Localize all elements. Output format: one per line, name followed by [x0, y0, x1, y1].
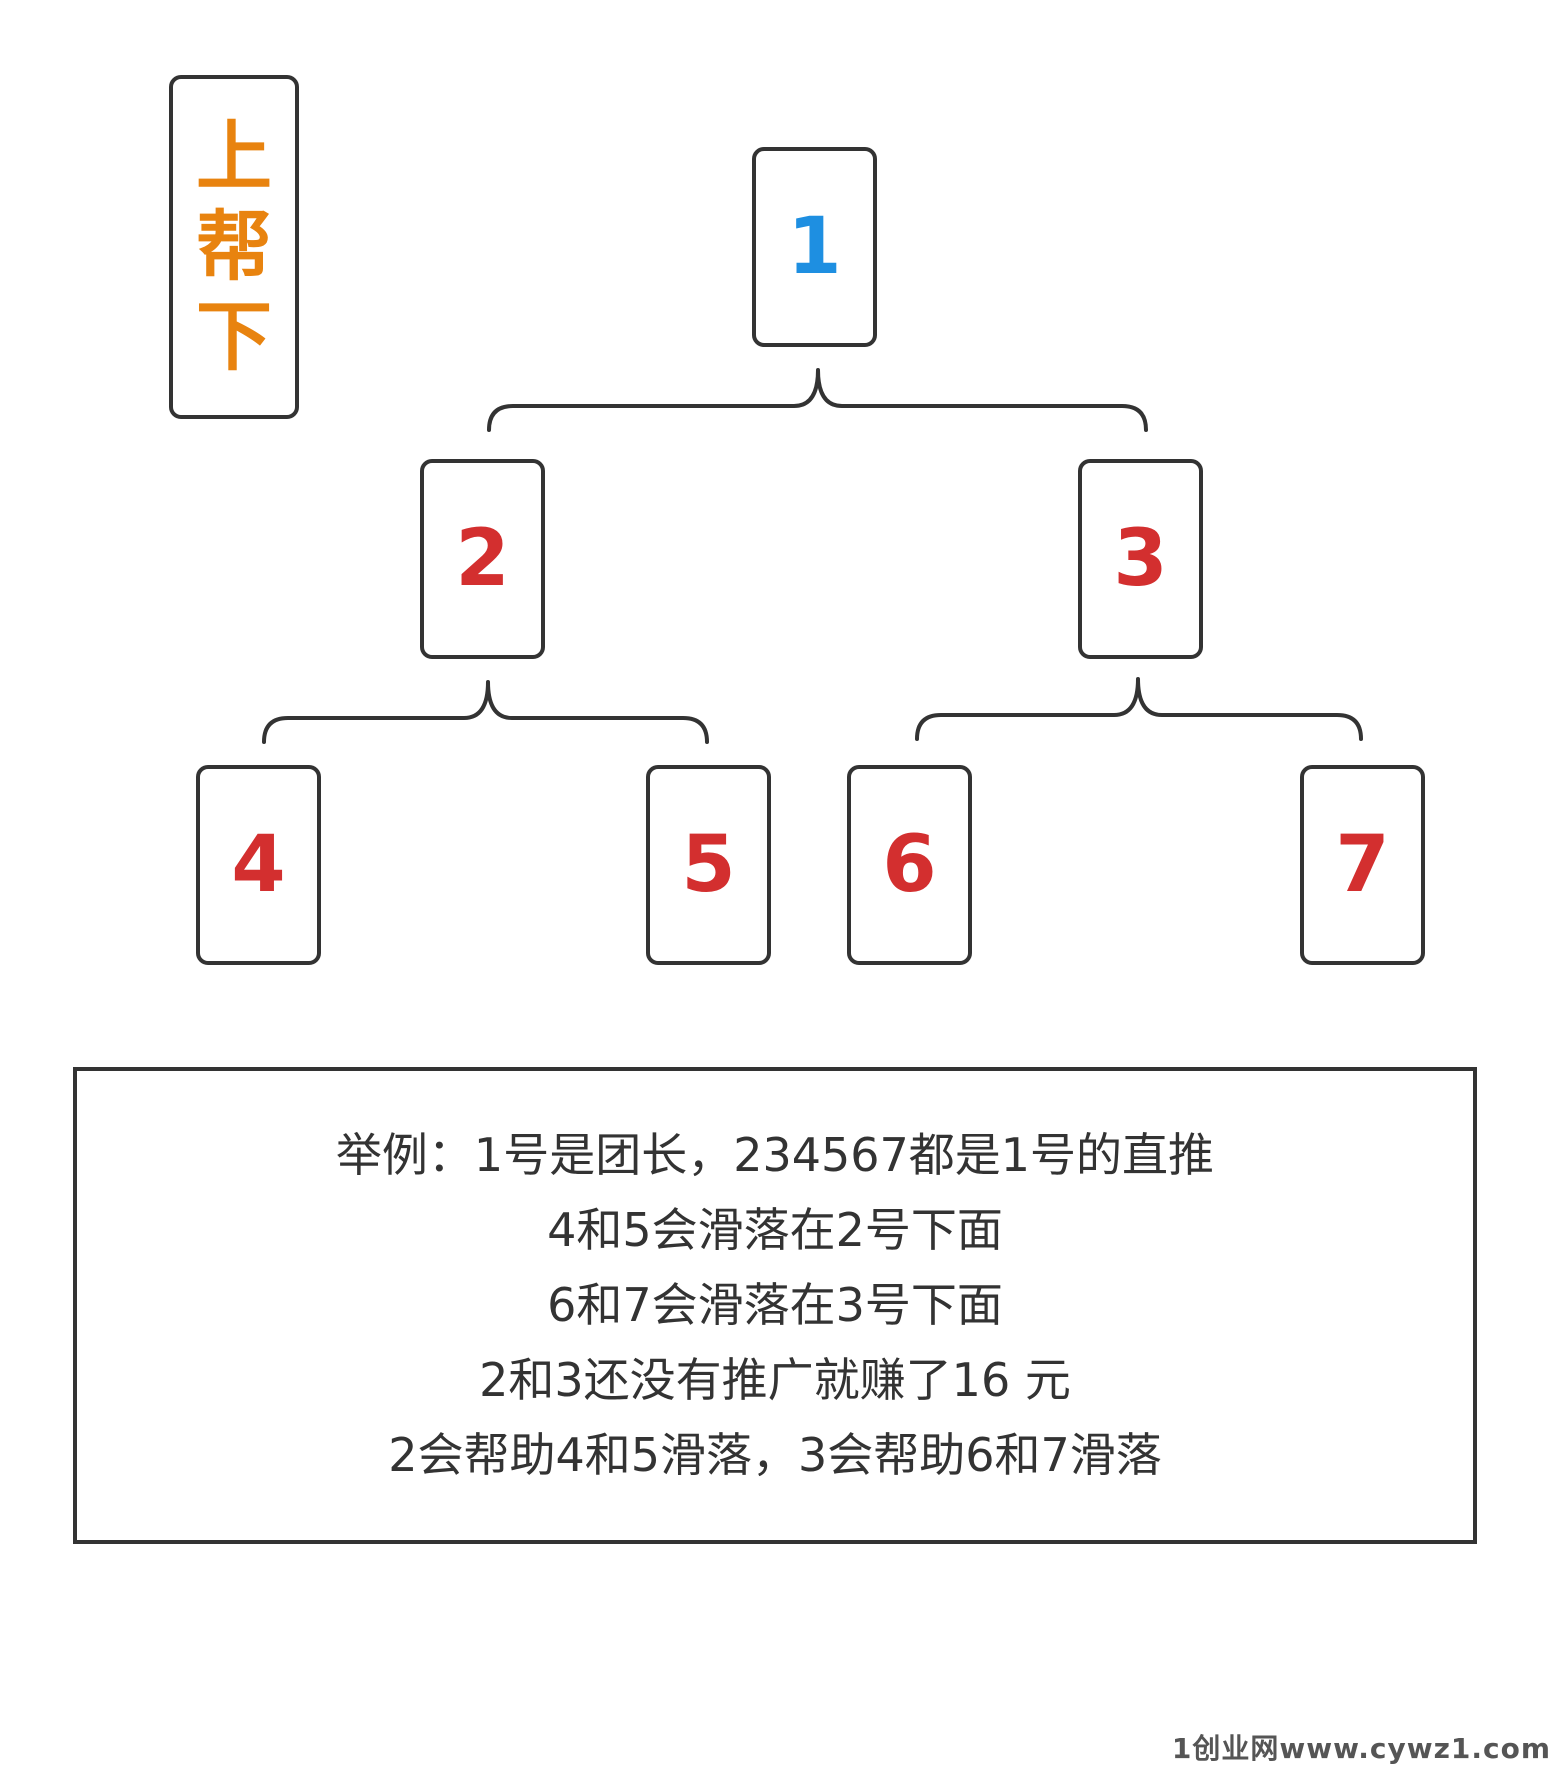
- text-line-2: 4和5会滑落在2号下面: [547, 1203, 1003, 1257]
- node-6-label: 6: [882, 820, 937, 910]
- node-3-label: 3: [1113, 514, 1168, 604]
- side-char-1: 上: [196, 112, 272, 201]
- up-help-down-box: 上 帮 下: [169, 75, 299, 419]
- node-1-label: 1: [787, 202, 842, 292]
- node-5: 5: [646, 765, 771, 965]
- side-char-3: 下: [196, 292, 272, 381]
- node-2-label: 2: [455, 514, 510, 604]
- node-7-label: 7: [1335, 820, 1390, 910]
- node-4: 4: [196, 765, 321, 965]
- text-line-3: 6和7会滑落在3号下面: [547, 1278, 1003, 1332]
- bracket-3: [915, 677, 1363, 741]
- node-7: 7: [1300, 765, 1425, 965]
- node-2: 2: [420, 459, 545, 659]
- explanation-box: 举例：1号是团长，234567都是1号的直推 4和5会滑落在2号下面 6和7会滑…: [73, 1067, 1477, 1544]
- bracket-2: [262, 680, 709, 744]
- node-6: 6: [847, 765, 972, 965]
- node-5-label: 5: [681, 820, 736, 910]
- node-3: 3: [1078, 459, 1203, 659]
- text-line-5: 2会帮助4和5滑落，3会帮助6和7滑落: [388, 1428, 1162, 1482]
- side-char-2: 帮: [196, 202, 272, 291]
- text-line-4: 2和3还没有推广就赚了16 元: [479, 1353, 1071, 1407]
- node-4-label: 4: [231, 820, 286, 910]
- text-line-1: 举例：1号是团长，234567都是1号的直推: [335, 1128, 1215, 1182]
- node-1: 1: [752, 147, 877, 347]
- watermark: 1创业网www.cywz1.com: [1171, 1732, 1551, 1765]
- bracket-1: [487, 368, 1148, 432]
